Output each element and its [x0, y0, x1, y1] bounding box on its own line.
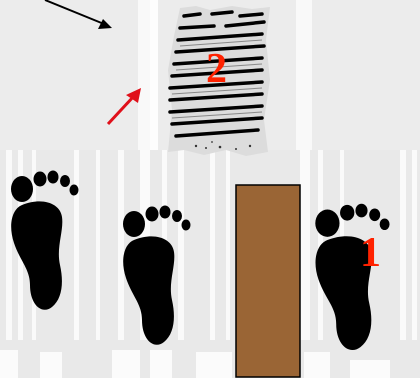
- note-number-label: 2: [206, 48, 227, 90]
- wooden-block: [236, 185, 300, 377]
- footprint-number-label: 1: [360, 232, 381, 274]
